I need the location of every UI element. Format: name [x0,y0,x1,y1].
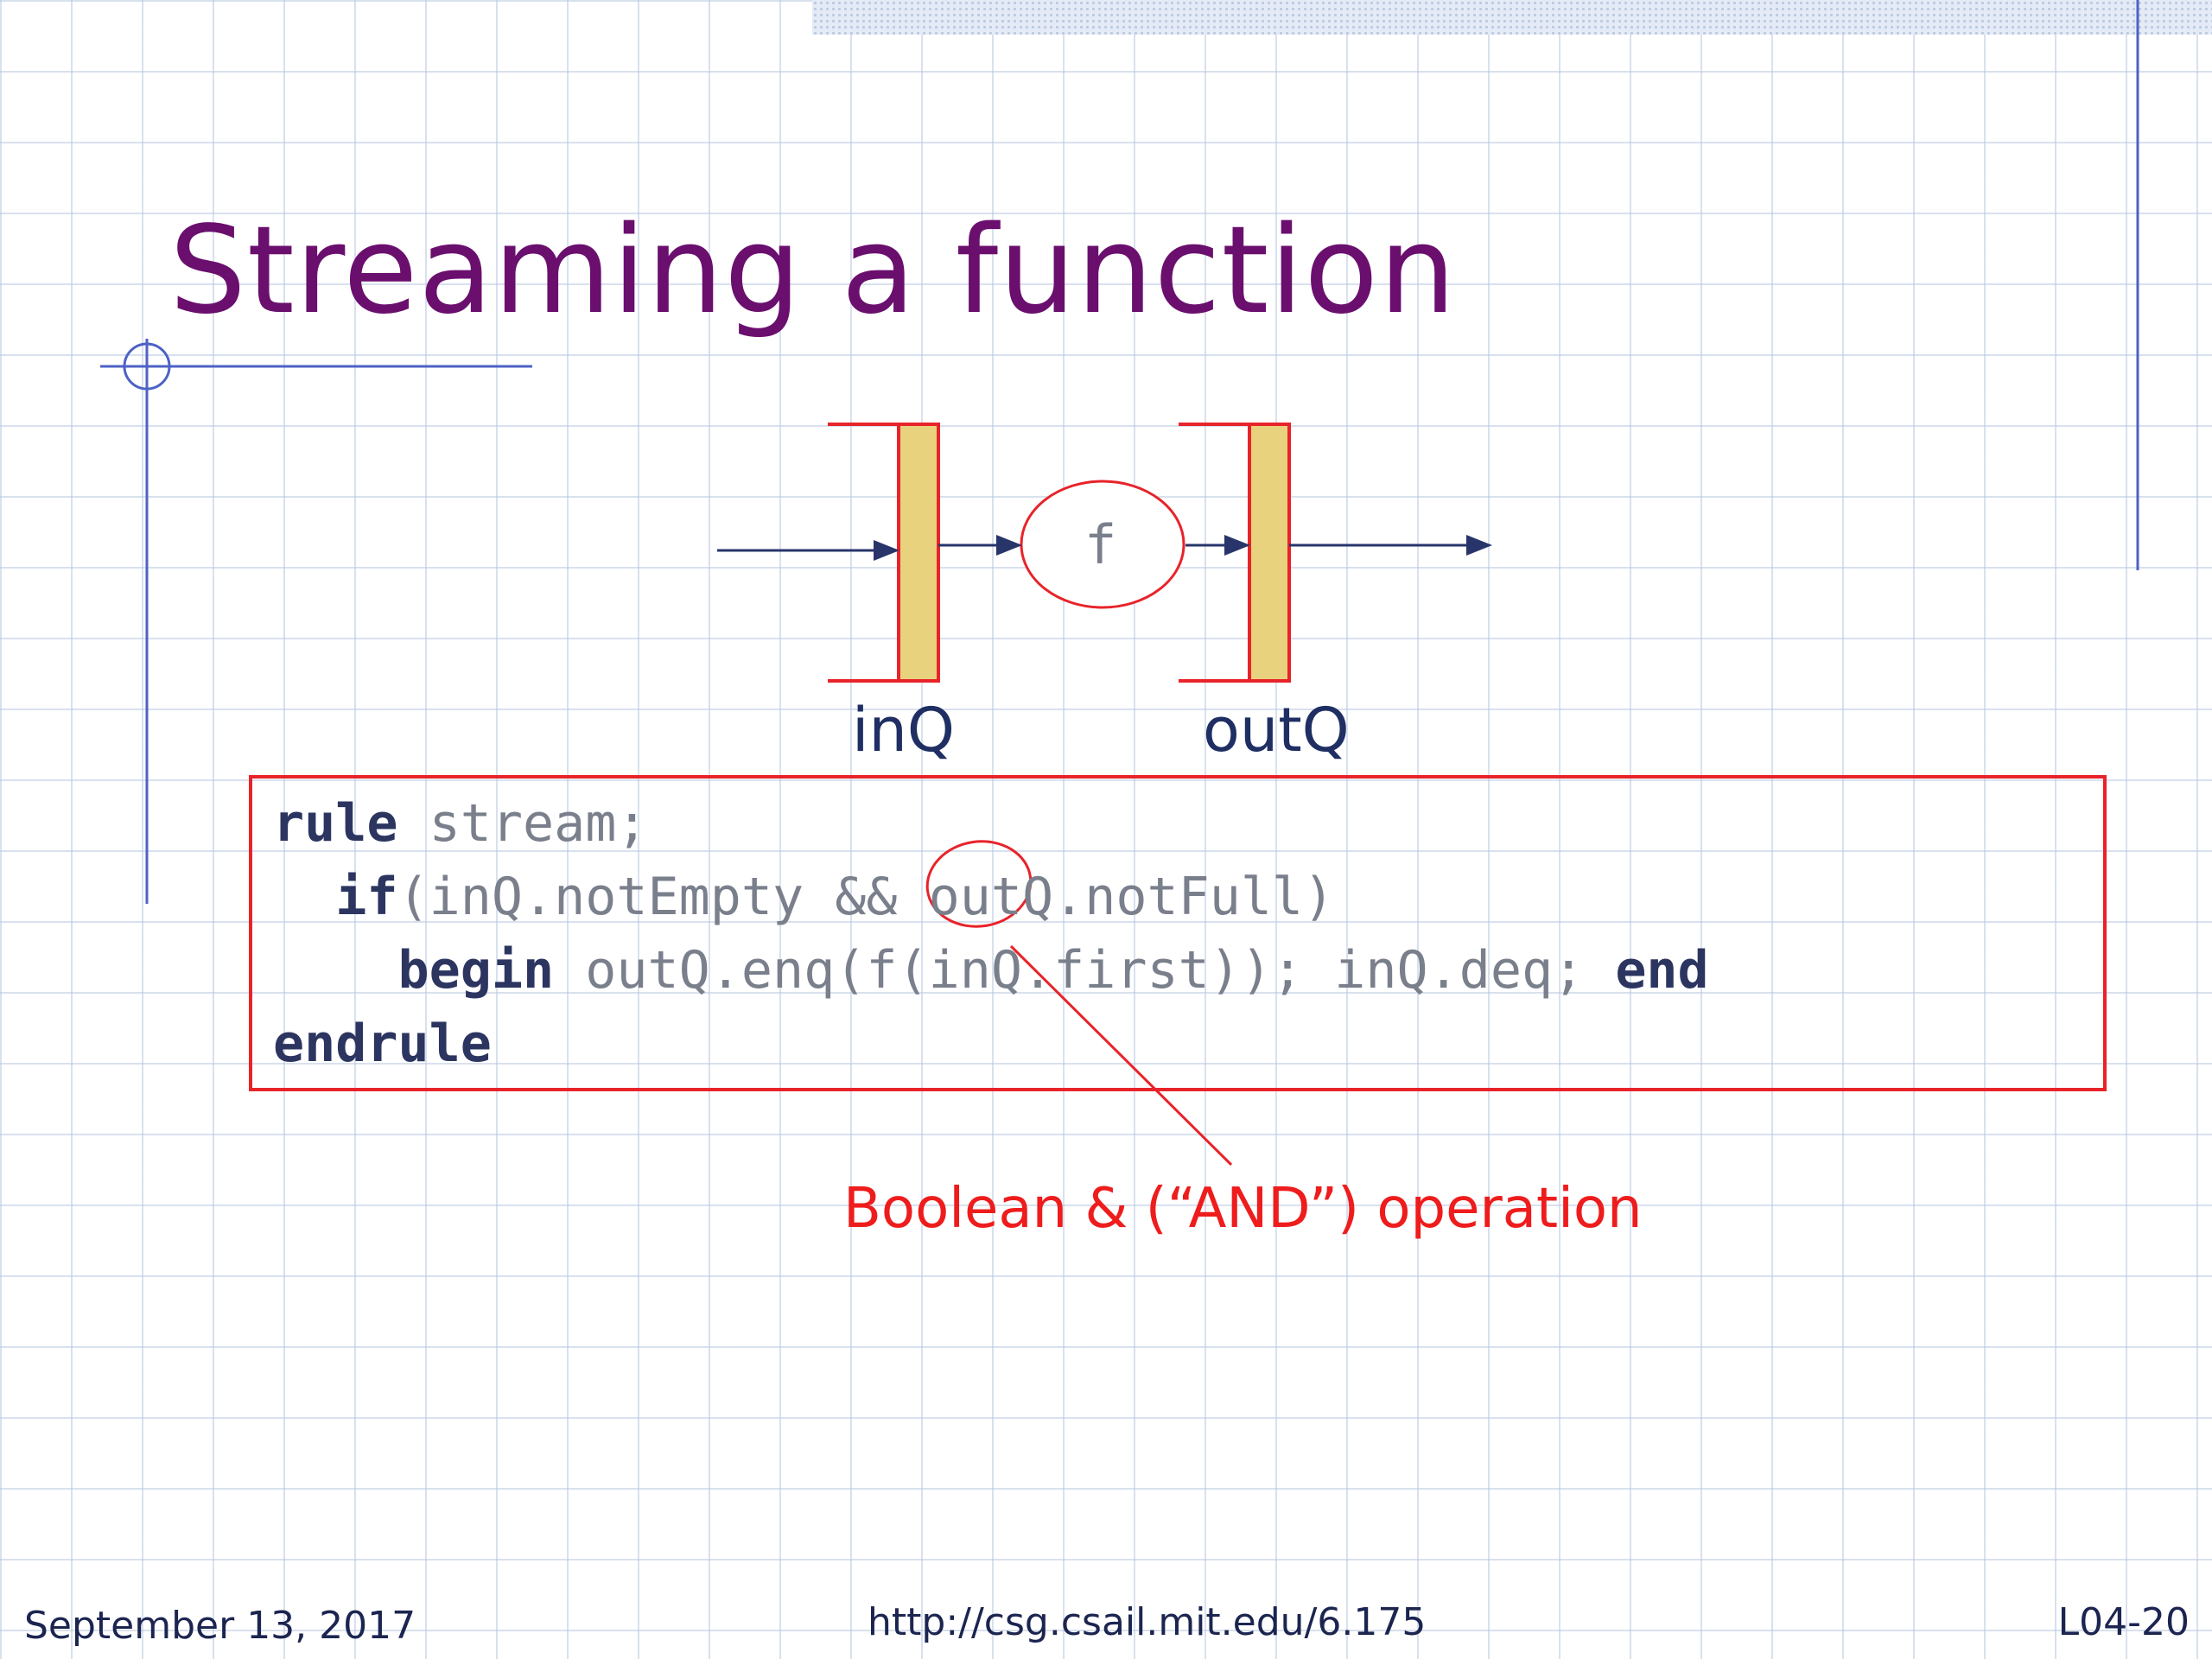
out-queue-label: outQ [1203,695,1350,766]
code-text: outQ.enq(f(inQ.first)); inQ.deq; [554,940,1616,1001]
annotation-text: Boolean & (“AND”) operation [843,1177,1643,1241]
slide-title: Streaming a function [169,200,1457,341]
code-text: (inQ.notEmpty && outQ.notFull) [397,867,1335,927]
in-queue-slot [897,423,940,683]
code-keyword: end [1615,940,1709,1001]
annotation-pointer-line [1009,944,1233,1166]
code-line-1: rule stream; [273,793,647,854]
footer-date: September 13, 2017 [24,1604,416,1648]
function-label: f [1084,513,1116,576]
top-decorative-band [812,0,2212,35]
code-keyword: endrule [273,1014,492,1074]
code-keyword: if [335,867,398,927]
code-keyword: begin [397,940,555,1001]
code-keyword: rule [273,793,398,854]
footer-slide-number: L04-20 [2057,1600,2190,1644]
code-indent [273,940,398,1001]
footer-url[interactable]: http://csg.csail.mit.edu/6.175 [868,1600,1427,1644]
code-block [249,775,2107,1091]
code-line-3: begin outQ.enq(f(inQ.first)); inQ.deq; e… [273,940,1709,1001]
code-text: stream; [397,793,648,854]
code-line-2: if(inQ.notEmpty && outQ.notFull) [273,867,1334,927]
crosshair-circle [123,342,171,391]
in-queue-label: inQ [852,695,955,766]
out-queue [1179,423,1291,683]
and-operator-circle [925,840,1033,928]
code-indent [273,867,335,927]
out-queue-slot [1248,423,1291,683]
code-line-4: endrule [273,1014,492,1074]
in-queue [828,423,940,683]
